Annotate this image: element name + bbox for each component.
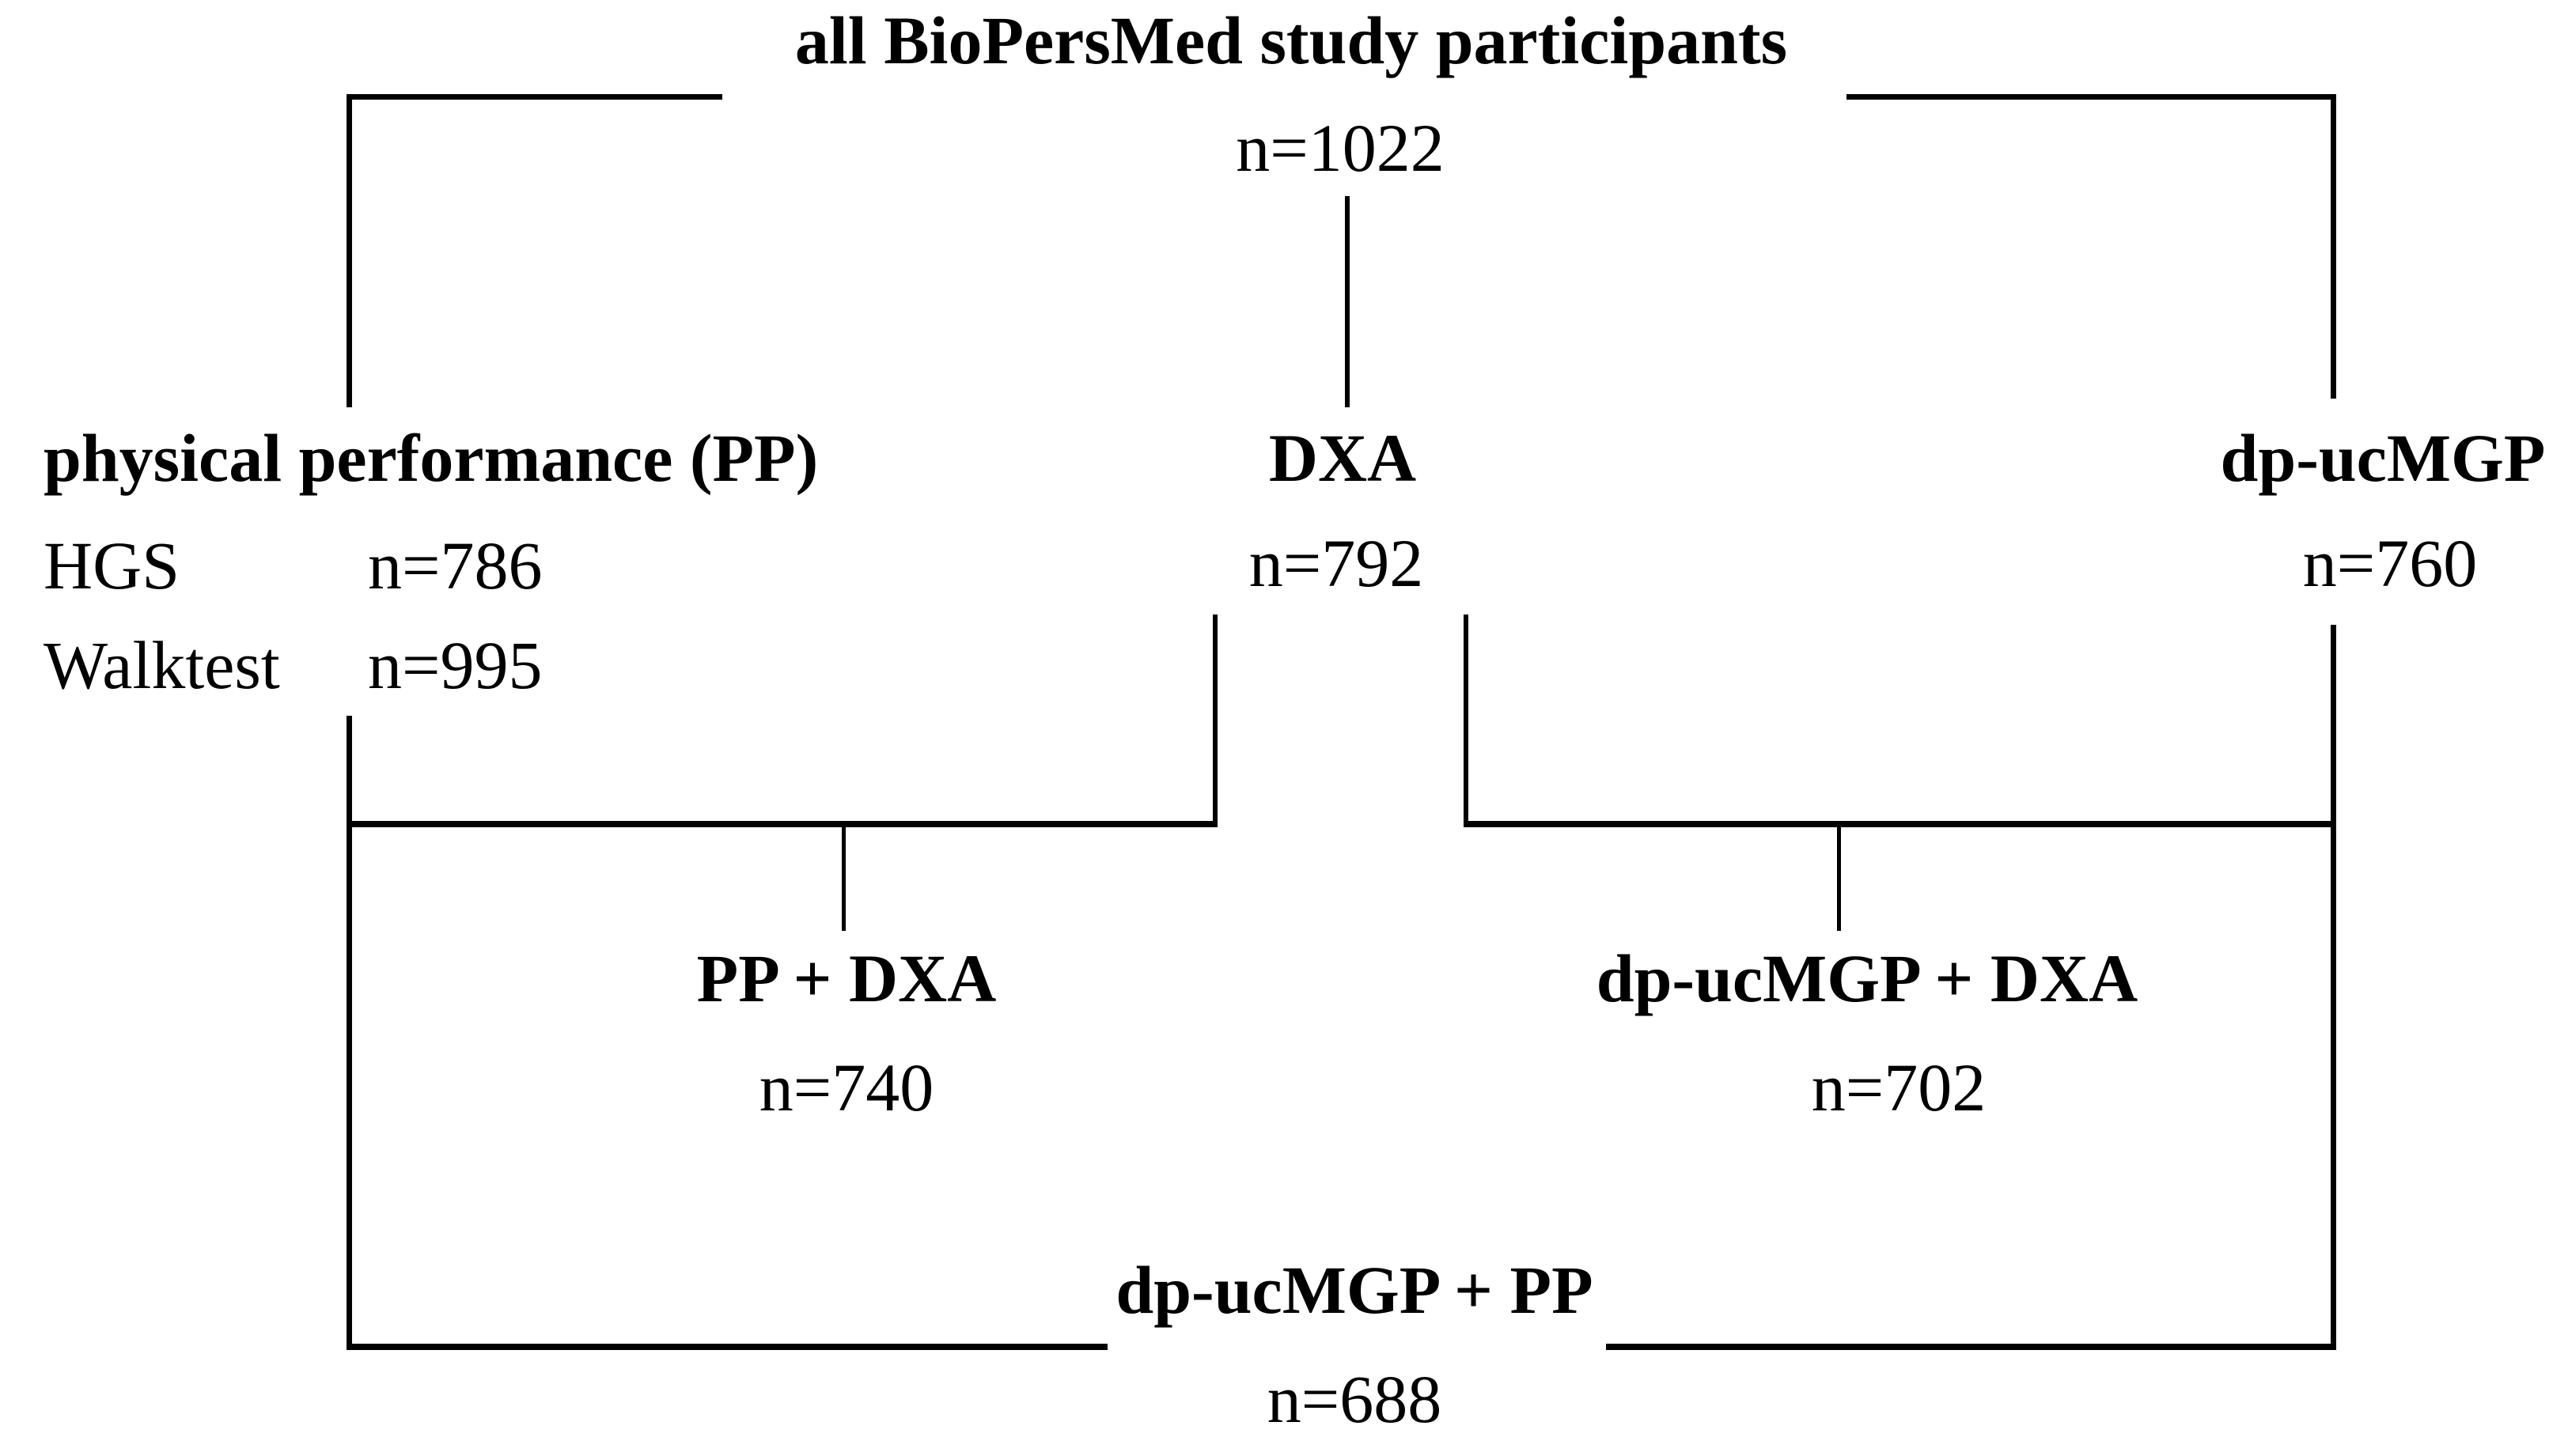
connector-right-vertical-upper: [2331, 94, 2336, 399]
connector-right-vertical-lower: [2331, 625, 2336, 1350]
connector-bottom-horizontal-left: [347, 1344, 1108, 1350]
dpucmgp-branch-label: dp-ucMGP: [2220, 420, 2546, 496]
connector-left-vertical-upper: [347, 94, 352, 407]
pp-row-hgs-n-value: n=786: [368, 528, 543, 603]
pp-branch-label: physical performance (PP): [44, 420, 819, 496]
dxa-n-value: n=792: [1248, 525, 1424, 601]
connector-junction-horizontal-left: [347, 821, 1218, 827]
dpucmgp-pp-overlap-label: dp-ucMGP + PP: [1115, 1252, 1593, 1328]
dpucmgp-dxa-n-value: n=702: [1811, 1049, 1987, 1125]
dpucmgp-pp-n-value: n=688: [1267, 1361, 1442, 1437]
connector-bottom-horizontal-right: [1606, 1344, 2336, 1350]
connector-top-horizontal-left: [349, 94, 722, 100]
pp-row-walktest-n-value: n=995: [368, 627, 543, 703]
connector-dpucmgp-dxa-stem: [1837, 827, 1841, 931]
connector-top-horizontal-right: [1846, 94, 2335, 100]
connector-pp-dxa-stem: [842, 827, 846, 931]
pp-row-walktest-label: Walktest: [44, 627, 280, 703]
root-n-value: n=1022: [1236, 110, 1445, 186]
pp-dxa-overlap-label: PP + DXA: [696, 940, 997, 1016]
root-label: all BioPersMed study participants: [794, 2, 1788, 78]
connector-left-vertical-lower: [347, 716, 352, 1350]
pp-row-hgs-label: HGS: [44, 528, 180, 603]
connector-dxa-left-descender: [1213, 615, 1218, 826]
connector-junction-horizontal-right: [1464, 821, 2336, 827]
connector-dxa-right-descender: [1464, 615, 1468, 826]
dxa-branch-label: DXA: [1268, 420, 1417, 496]
connector-center-vertical-upper: [1345, 196, 1350, 407]
dpucmgp-dxa-overlap-label: dp-ucMGP + DXA: [1596, 940, 2138, 1016]
pp-dxa-n-value: n=740: [759, 1049, 934, 1125]
dpucmgp-n-value: n=760: [2302, 525, 2478, 601]
